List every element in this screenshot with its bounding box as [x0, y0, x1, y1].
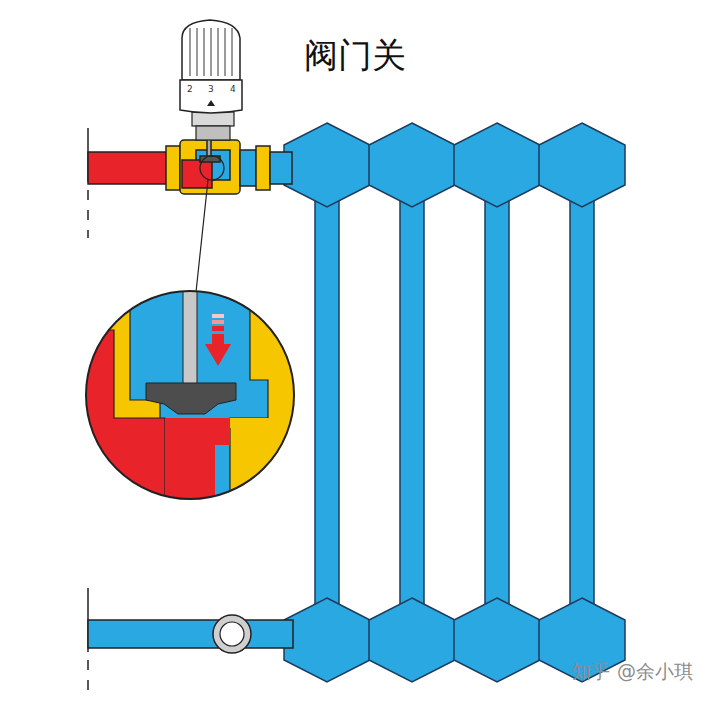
lockshield-valve — [213, 615, 251, 653]
dial-number: 3 — [208, 85, 214, 94]
thermostatic-head — [180, 20, 242, 113]
zoom-marker — [200, 156, 224, 180]
dial-number: 4 — [230, 85, 236, 94]
valve-neck — [192, 112, 234, 140]
dial-number: 2 — [187, 85, 193, 94]
leader-line — [196, 180, 208, 292]
watermark: 知乎 — [572, 662, 610, 681]
valve-detail — [80, 285, 300, 505]
radiator — [284, 123, 625, 682]
return-pipe — [88, 620, 293, 648]
valve-body — [166, 138, 292, 194]
diagram-title: 阀门关 — [304, 38, 406, 72]
supply-pipe — [88, 152, 170, 184]
watermark: @余小琪 — [617, 662, 693, 681]
